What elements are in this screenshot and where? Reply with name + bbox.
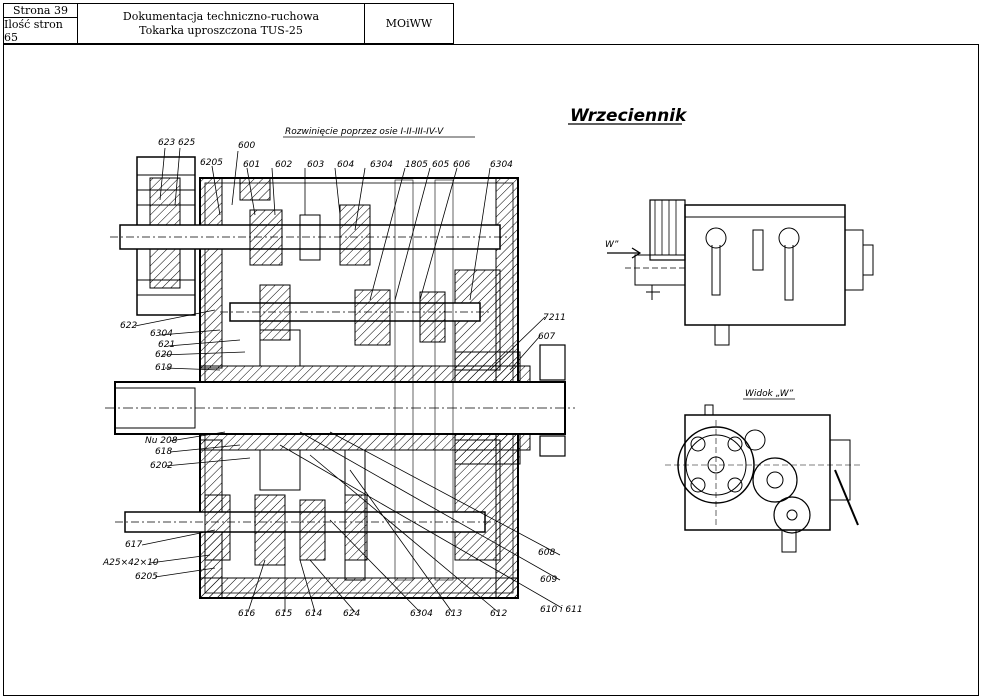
label-6304-left: 6304 xyxy=(150,329,173,339)
section-caption: Rozwinięcie poprzez osie I-II-III-IV-V xyxy=(285,127,444,137)
label-617: 617 xyxy=(125,540,142,550)
label-604: 604 xyxy=(337,160,354,170)
document-subtitle: Tokarka uproszczona TUS-25 xyxy=(139,23,303,37)
label-610-611: 610 i 611 xyxy=(540,605,583,615)
document-title: Dokumentacja techniczno-ruchowa xyxy=(122,9,320,23)
label-602: 602 xyxy=(275,160,292,170)
label-615: 615 xyxy=(275,609,292,619)
drawing-title: Wrzeciennik xyxy=(570,106,688,126)
label-606: 606 xyxy=(453,160,470,170)
headstock-section-view xyxy=(105,147,575,613)
label-616: 616 xyxy=(238,609,255,619)
page-number: Strona 39 xyxy=(4,4,77,18)
headstock-side-view xyxy=(607,199,874,346)
label-601: 601 xyxy=(243,160,260,170)
label-608: 608 xyxy=(538,548,555,558)
label-nu208: Nu 208 xyxy=(145,436,178,446)
label-612: 612 xyxy=(490,609,507,619)
title-block: Strona 39 Ilość stron 65 Dokumentacja te… xyxy=(3,3,454,44)
label-1805: 1805 xyxy=(405,160,428,170)
label-614: 614 xyxy=(305,609,322,619)
label-619: 619 xyxy=(155,363,172,373)
label-6304-top-b: 6304 xyxy=(490,160,513,170)
label-6202: 6202 xyxy=(150,461,173,471)
label-609: 609 xyxy=(540,575,557,585)
drawing-frame xyxy=(3,44,979,696)
label-6304-bottom: 6304 xyxy=(410,609,433,619)
label-6304-top-a: 6304 xyxy=(370,160,393,170)
label-621: 621 xyxy=(158,340,175,350)
label-613: 613 xyxy=(445,609,462,619)
label-603: 603 xyxy=(307,160,324,170)
label-605: 605 xyxy=(432,160,449,170)
label-7211: 7211 xyxy=(543,313,566,323)
label-6205-top: 6205 xyxy=(200,158,223,168)
label-618: 618 xyxy=(155,447,172,457)
view-caption: Widok „W” xyxy=(745,389,793,399)
organization-cell: MOiWW xyxy=(365,4,453,43)
label-623: 623 xyxy=(158,138,175,148)
view-w-drawing xyxy=(665,404,860,553)
view-arrow-label: W” xyxy=(605,240,619,250)
label-600: 600 xyxy=(238,141,255,151)
document-title-cell: Dokumentacja techniczno-ruchowa Tokarka … xyxy=(78,4,365,43)
page-info-cell: Strona 39 Ilość stron 65 xyxy=(4,4,78,44)
label-620: 620 xyxy=(155,350,172,360)
page-count: Ilość stron 65 xyxy=(4,18,63,44)
part-number-labels: 623 625 6205 600 601 602 603 604 6304 18… xyxy=(102,138,583,619)
label-624: 624 xyxy=(343,609,360,619)
organization-code: MOiWW xyxy=(385,17,433,30)
label-a25: A25×42×10 xyxy=(102,558,159,568)
label-622: 622 xyxy=(120,321,137,331)
label-6205-left: 6205 xyxy=(135,572,158,582)
label-625: 625 xyxy=(178,138,195,148)
label-607: 607 xyxy=(538,332,555,342)
